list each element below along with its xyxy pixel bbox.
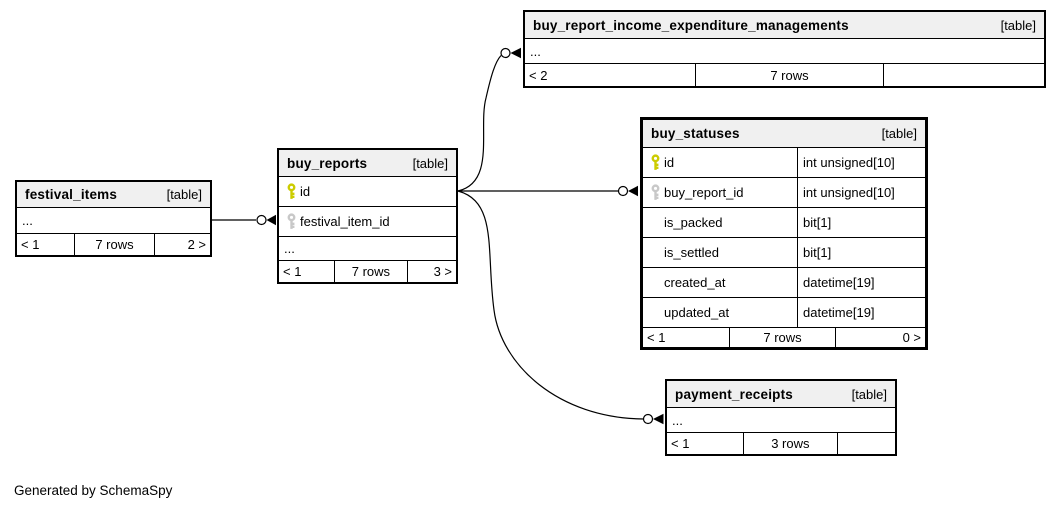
table-title[interactable]: payment_receipts xyxy=(675,386,794,402)
column-type: int unsigned[10] xyxy=(797,178,925,207)
table-row: created_at datetime[19] xyxy=(643,267,925,297)
table-header[interactable]: buy_statuses [table] xyxy=(643,120,925,147)
table-row: updated_at datetime[19] xyxy=(643,297,925,327)
footer-children-count xyxy=(837,433,895,454)
table-row: is_packed bit[1] xyxy=(643,207,925,237)
footer-children-count xyxy=(883,64,1044,86)
footer-children-count: 0 > xyxy=(834,328,925,347)
column-type: int unsigned[10] xyxy=(797,148,925,177)
table-badge: [table] xyxy=(851,386,887,402)
generator-credit: Generated by SchemaSpy xyxy=(14,483,173,498)
foreign-key-icon xyxy=(651,184,660,200)
column-name: buy_report_id xyxy=(664,185,744,200)
column-name: id xyxy=(300,184,311,199)
table-badge: [table] xyxy=(412,155,448,171)
table-badge: [table] xyxy=(881,126,917,141)
zero-circle-icon xyxy=(617,185,629,197)
column-name: is_packed xyxy=(664,215,723,230)
footer-parents-count: < 2 xyxy=(529,67,548,83)
table-row: id int unsigned[10] xyxy=(643,147,925,177)
table-title[interactable]: buy_statuses xyxy=(651,126,740,141)
arrowhead-icon xyxy=(628,185,638,197)
primary-key-icon xyxy=(651,154,660,170)
footer-children-count: 2 > xyxy=(154,234,210,255)
column-type: datetime[19] xyxy=(797,268,925,297)
table-footer: < 1 7 rows 3 > xyxy=(279,260,456,282)
relationship-buy-reports-to-buy-statuses xyxy=(458,185,638,197)
arrowhead-icon xyxy=(266,214,276,226)
column-name: festival_item_id xyxy=(300,214,390,229)
column-type: bit[1] xyxy=(797,208,925,237)
table-header[interactable]: buy_reports [table] xyxy=(279,150,456,176)
column-name: updated_at xyxy=(664,305,730,320)
table-row-ellipsis: ... xyxy=(525,38,1044,63)
column-name: ... xyxy=(22,213,33,228)
table-header[interactable]: buy_report_income_expenditure_management… xyxy=(525,12,1044,38)
table-row: buy_report_id int unsigned[10] xyxy=(643,177,925,207)
footer-row-count: 3 rows xyxy=(742,433,837,454)
table-row: is_settled bit[1] xyxy=(643,237,925,267)
arrowhead-icon xyxy=(510,47,521,59)
column-name: ... xyxy=(284,241,295,256)
table-footer: < 1 7 rows 2 > xyxy=(17,233,210,255)
table-row-ellipsis: ... xyxy=(17,207,210,233)
table-badge: [table] xyxy=(166,187,202,202)
footer-children-count: 3 > xyxy=(407,261,456,282)
table-title[interactable]: buy_reports xyxy=(287,155,368,171)
column-name: id xyxy=(664,155,675,170)
table-row-ellipsis: ... xyxy=(667,407,895,432)
table-box-buy-reports[interactable]: buy_reports [table] id festival_item_id xyxy=(277,148,458,284)
table-footer: < 2 7 rows xyxy=(525,63,1044,86)
footer-parents-count: < 1 xyxy=(283,264,302,279)
arrowhead-icon xyxy=(653,413,664,425)
zero-circle-icon xyxy=(642,413,654,425)
column-name: is_settled xyxy=(664,245,719,260)
table-footer: < 1 7 rows 0 > xyxy=(643,327,925,347)
column-name: ... xyxy=(530,43,541,59)
column-type: datetime[19] xyxy=(797,298,925,327)
foreign-key-icon xyxy=(287,213,296,229)
column-name: ... xyxy=(672,412,683,428)
footer-parents-count: < 1 xyxy=(647,330,666,345)
table-header[interactable]: festival_items [table] xyxy=(17,182,210,207)
footer-row-count: 7 rows xyxy=(73,234,154,255)
column-type: bit[1] xyxy=(797,238,925,267)
relationship-festival-items-to-buy-reports xyxy=(212,214,276,226)
table-box-payment-receipts[interactable]: payment_receipts [table] ... < 1 3 rows xyxy=(665,379,897,456)
zero-circle-icon xyxy=(500,47,511,59)
column-name: created_at xyxy=(664,275,726,290)
relationship-buy-reports-to-payment-receipts xyxy=(457,190,664,425)
zero-circle-icon xyxy=(256,214,267,226)
relationship-buy-reports-to-income-expenditure xyxy=(457,47,521,192)
table-row-ellipsis: ... xyxy=(279,236,456,260)
table-row: id xyxy=(279,176,456,206)
table-header[interactable]: payment_receipts [table] xyxy=(667,381,895,407)
footer-row-count: 7 rows xyxy=(729,328,835,347)
footer-parents-count: < 1 xyxy=(671,436,690,451)
table-title[interactable]: buy_report_income_expenditure_management… xyxy=(533,17,849,33)
footer-row-count: 7 rows xyxy=(333,261,407,282)
table-box-buy-statuses[interactable]: buy_statuses [table] id int unsigned[10] xyxy=(640,117,928,350)
primary-key-icon xyxy=(287,183,296,199)
table-footer: < 1 3 rows xyxy=(667,432,895,454)
table-badge: [table] xyxy=(1000,17,1036,33)
table-title[interactable]: festival_items xyxy=(25,187,118,202)
table-box-festival-items[interactable]: festival_items [table] ... < 1 7 rows 2 … xyxy=(15,180,212,257)
footer-row-count: 7 rows xyxy=(694,64,884,86)
table-row: festival_item_id xyxy=(279,206,456,236)
table-box-buy-report-income-expenditure-managements[interactable]: buy_report_income_expenditure_management… xyxy=(523,10,1046,88)
footer-parents-count: < 1 xyxy=(21,237,40,252)
